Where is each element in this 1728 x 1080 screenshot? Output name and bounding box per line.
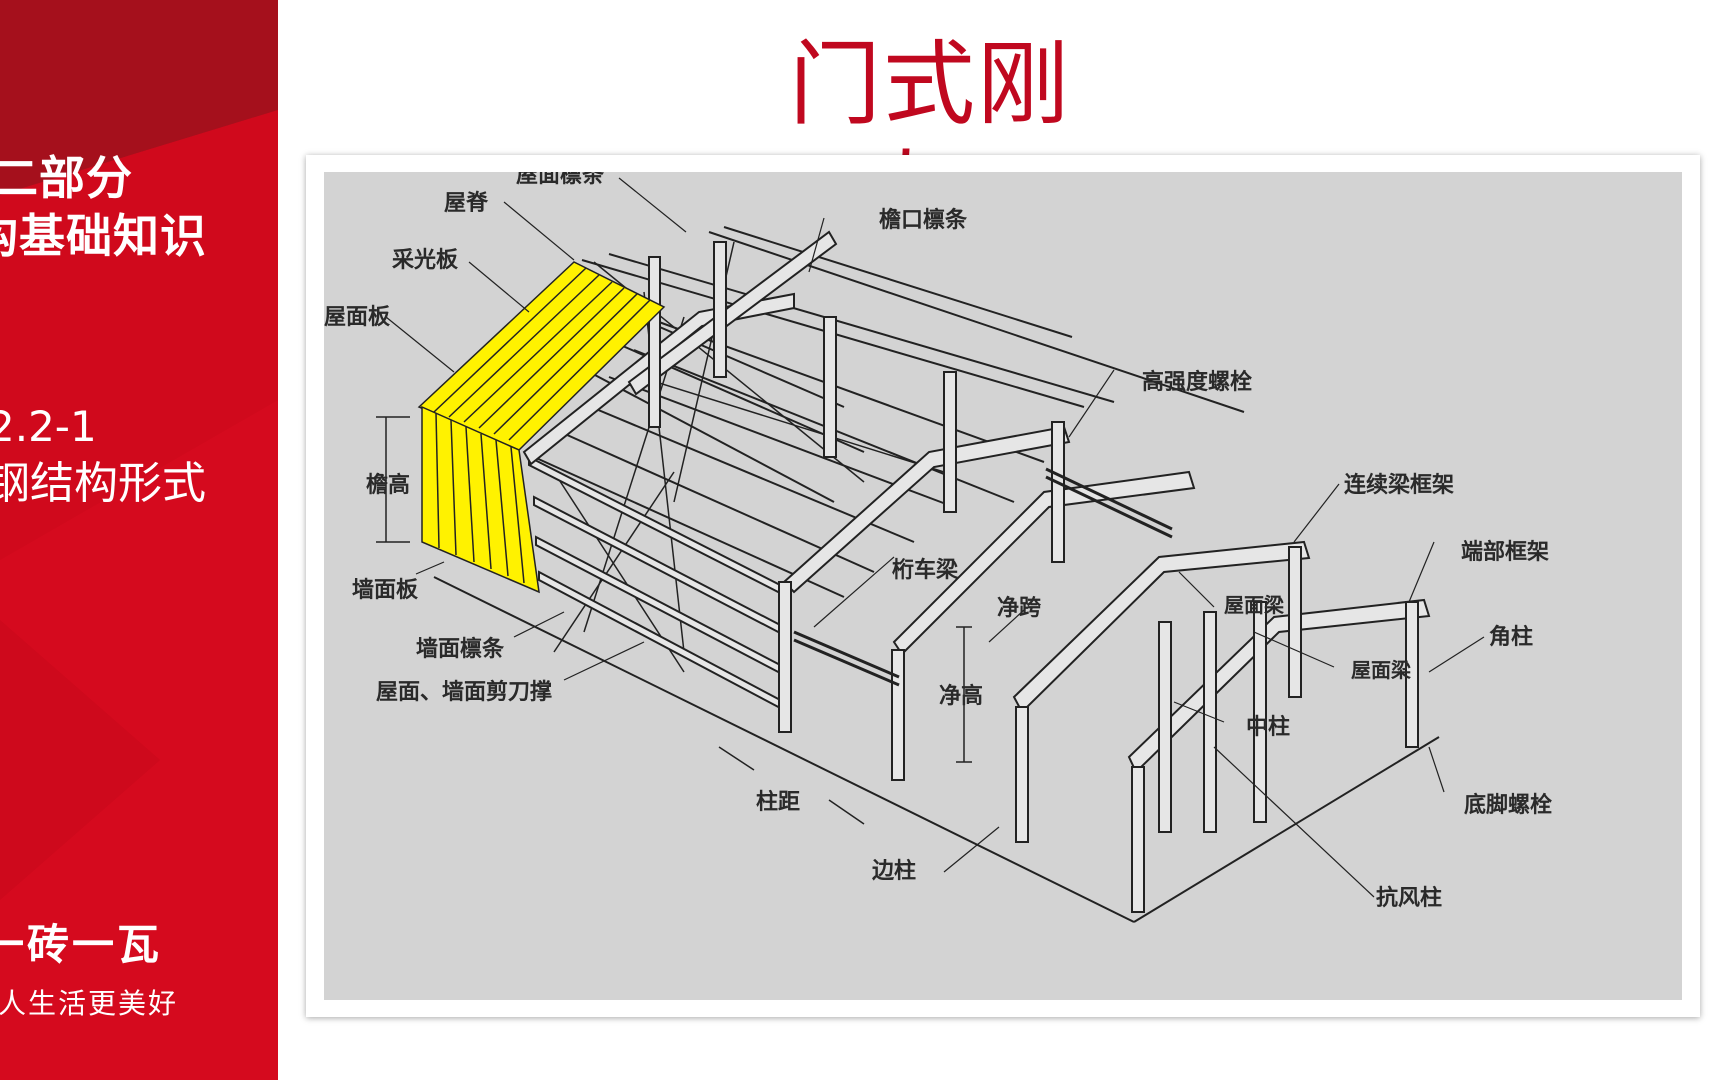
label-wall-panel: 墙面板 xyxy=(352,578,419,603)
slogan-line2: 人生活更美好 xyxy=(0,987,179,1020)
wall-girts xyxy=(528,455,785,712)
portal-rafters xyxy=(522,230,1431,774)
subsection-number: 2.2-1 xyxy=(0,402,97,451)
label-middle-column: 中柱 xyxy=(1246,715,1290,740)
label-eave-height: 檐高 xyxy=(366,472,410,498)
section-title-line2: 构基础知识 xyxy=(0,209,207,263)
label-wind-column: 抗风柱 xyxy=(1376,885,1442,911)
section-title-line1: 二部分 xyxy=(0,151,133,205)
label-side-column: 边柱 xyxy=(871,859,916,884)
label-column-spacing: 柱距 xyxy=(756,790,800,815)
label-corner-column: 角柱 xyxy=(1489,624,1533,650)
label-skylight: 采光板 xyxy=(392,248,459,273)
label-continuous-frame: 连续梁框架 xyxy=(1344,472,1454,498)
label-crane-beam: 桁车梁 xyxy=(892,557,958,583)
leader-lines xyxy=(385,177,1485,898)
label-eave-purlin: 檐口檩条 xyxy=(879,207,968,233)
label-roof-panel: 屋面板 xyxy=(324,305,391,330)
dimension-marks xyxy=(376,416,972,825)
columns xyxy=(648,241,1419,913)
label-bracing: 屋面、墙面剪刀撑 xyxy=(376,679,552,705)
label-end-frame: 端部框架 xyxy=(1461,539,1549,565)
crane-beam xyxy=(793,467,1173,687)
label-ridge: 屋脊 xyxy=(444,190,489,216)
cladding-panels xyxy=(417,261,666,594)
label-roof-beam-2: 屋面梁 xyxy=(1351,658,1412,682)
portal-frame-diagram: 屋面檩条 屋脊 采光板 屋面板 檐高 墙面板 墙面檩条 屋面、墙面剪刀撑 檐口檩… xyxy=(324,172,1682,1000)
figure-frame: 屋面檩条 屋脊 采光板 屋面板 檐高 墙面板 墙面檩条 屋面、墙面剪刀撑 檐口檩… xyxy=(306,155,1700,1017)
slogan-line1: 一砖一瓦 xyxy=(0,920,163,969)
label-clear-height: 净高 xyxy=(939,683,983,709)
label-hs-bolt: 高强度螺栓 xyxy=(1142,369,1252,395)
label-roof-beam-1: 屋面梁 xyxy=(1224,593,1285,617)
label-wall-purlin: 墙面檩条 xyxy=(416,636,505,662)
ground-outline xyxy=(433,576,1440,923)
label-clear-span: 净跨 xyxy=(997,595,1042,621)
sidebar: 二部分 构基础知识 2.2-1 钢结构形式 一砖一瓦 人生活更美好 xyxy=(0,0,278,1080)
label-roof-purlin: 屋面檩条 xyxy=(516,172,605,188)
label-anchor-bolt: 底脚螺栓 xyxy=(1464,792,1552,818)
sidebar-background xyxy=(0,0,278,1080)
subsection-title: 钢结构形式 xyxy=(0,458,206,509)
